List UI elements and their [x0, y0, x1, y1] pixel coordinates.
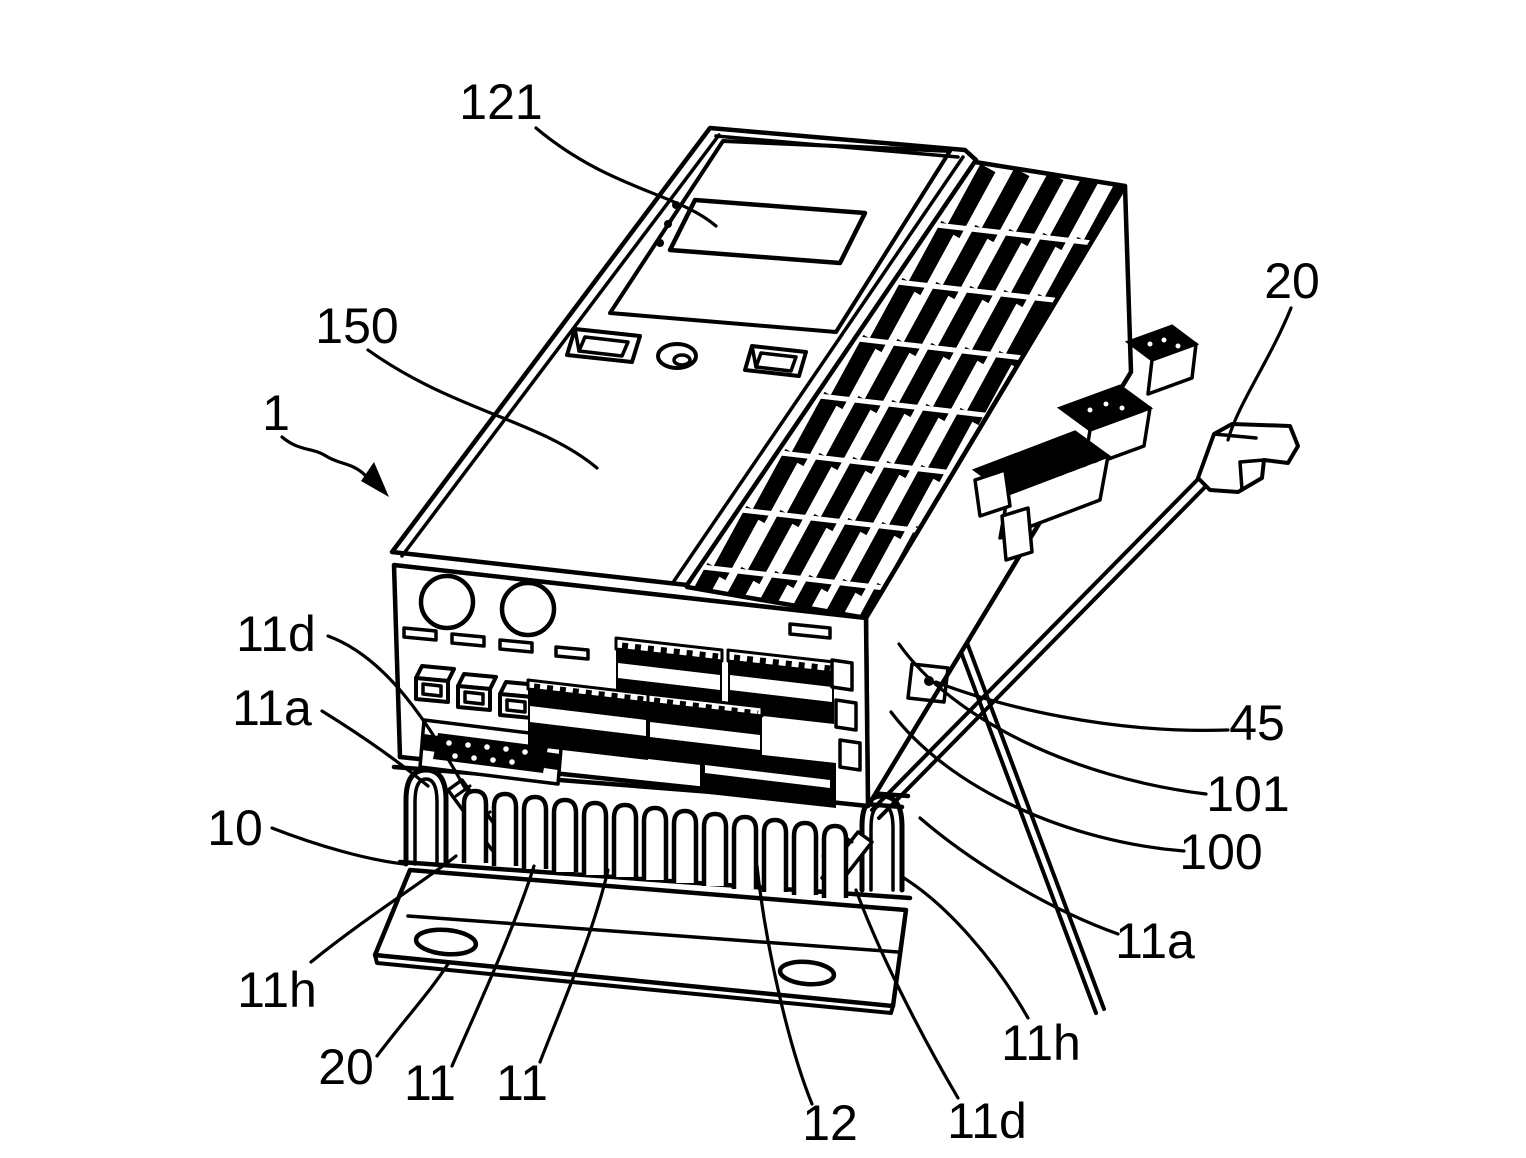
- ref-label-1: 1: [262, 385, 290, 441]
- leader-150: [366, 348, 599, 470]
- ref-label-11a-right: 11a: [1115, 913, 1195, 969]
- leader-11d-right: [854, 888, 960, 1100]
- terminal-end-caps: [830, 658, 862, 772]
- top-cover: [389, 125, 979, 588]
- dip-switch-3: [498, 680, 540, 720]
- arrow-head: [361, 462, 389, 497]
- ref-label-11h-left: 11h: [237, 962, 317, 1018]
- d-sub-connector: [418, 718, 564, 786]
- pilot-hole: [906, 662, 950, 704]
- leader-100: [889, 710, 1186, 853]
- leader-11h-left: [309, 854, 458, 964]
- terminal-block-upper-1: [614, 636, 724, 712]
- leader-11h-right: [902, 876, 1030, 1020]
- terminal-block-lower-3: [700, 748, 836, 808]
- end-hook-right-inner: [869, 803, 895, 892]
- ref-label-11-first: 11: [404, 1055, 456, 1111]
- knockout-hole-left: [418, 573, 476, 631]
- ref-label-20-bottom: 20: [318, 1039, 374, 1095]
- ref-label-150: 150: [315, 298, 398, 354]
- ref-label-20-top: 20: [1264, 253, 1320, 309]
- mounting-flange: [870, 470, 1214, 820]
- ref-label-12: 12: [802, 1095, 858, 1151]
- ref-label-121: 121: [459, 74, 542, 130]
- slot-top-right: [788, 622, 832, 640]
- dip-switch-1: [414, 664, 456, 704]
- leader-11-second: [538, 868, 610, 1064]
- leader-11-first: [450, 864, 536, 1068]
- key-button-right: [743, 344, 808, 378]
- leader-10: [270, 826, 406, 866]
- reference-arrow-1: [280, 435, 389, 497]
- vent-slots: [402, 622, 832, 661]
- leader-121: [534, 126, 718, 228]
- ref-label-10: 10: [207, 800, 263, 856]
- ref-label-11d-left: 11d: [236, 606, 316, 662]
- key-button-left: [565, 327, 642, 364]
- leader-20-bottom: [375, 962, 450, 1058]
- display-window: [667, 197, 868, 266]
- leader-20-top: [1226, 306, 1293, 442]
- ref-label-45: 45: [1229, 695, 1285, 751]
- leader-12: [755, 864, 814, 1106]
- plate-screw-hole-left: [413, 927, 479, 957]
- knockout-hole-right: [499, 580, 557, 638]
- terminal-block-lower-1: [526, 678, 650, 760]
- keypad-panel: [608, 139, 952, 334]
- plate-fold-line: [406, 914, 900, 954]
- fin-field-outline: [684, 159, 1128, 621]
- leader-11a-right: [918, 816, 1120, 936]
- plate-screw-hole-right: [777, 959, 837, 987]
- side-pegs: [973, 468, 1034, 562]
- plate-thickness-edge: [373, 953, 895, 1015]
- ref-label-11d-right: 11d: [947, 1093, 1027, 1149]
- end-hook-right: [859, 793, 905, 893]
- side-terminal-top: [1124, 324, 1200, 396]
- front-panel: [391, 562, 871, 809]
- dip-switch-2: [456, 672, 498, 712]
- reference-numerals: 121 150 1 20 11d 11a 10 11h 20 11 11 12 …: [207, 74, 1320, 1151]
- end-hook-left-inner: [413, 777, 439, 866]
- key-button-round: [656, 342, 698, 370]
- end-hook-left: [403, 767, 449, 867]
- ref-label-11-second: 11: [496, 1055, 548, 1111]
- device-body: [389, 125, 1300, 820]
- mounting-tab-rear: [1196, 422, 1300, 494]
- plate-right-edge: [950, 622, 1106, 1015]
- leader-lines: [270, 126, 1293, 1106]
- ref-label-101: 101: [1206, 766, 1289, 822]
- leader-11d-left: [326, 634, 468, 792]
- ref-label-11h-right: 11h: [1001, 1015, 1081, 1071]
- leader-45: [934, 680, 1230, 732]
- side-connectors: [906, 324, 1200, 704]
- leader-101: [897, 642, 1208, 796]
- ref-label-11a-left: 11a: [232, 680, 312, 736]
- leader-11a-left: [320, 709, 430, 788]
- ref-label-100: 100: [1179, 824, 1262, 880]
